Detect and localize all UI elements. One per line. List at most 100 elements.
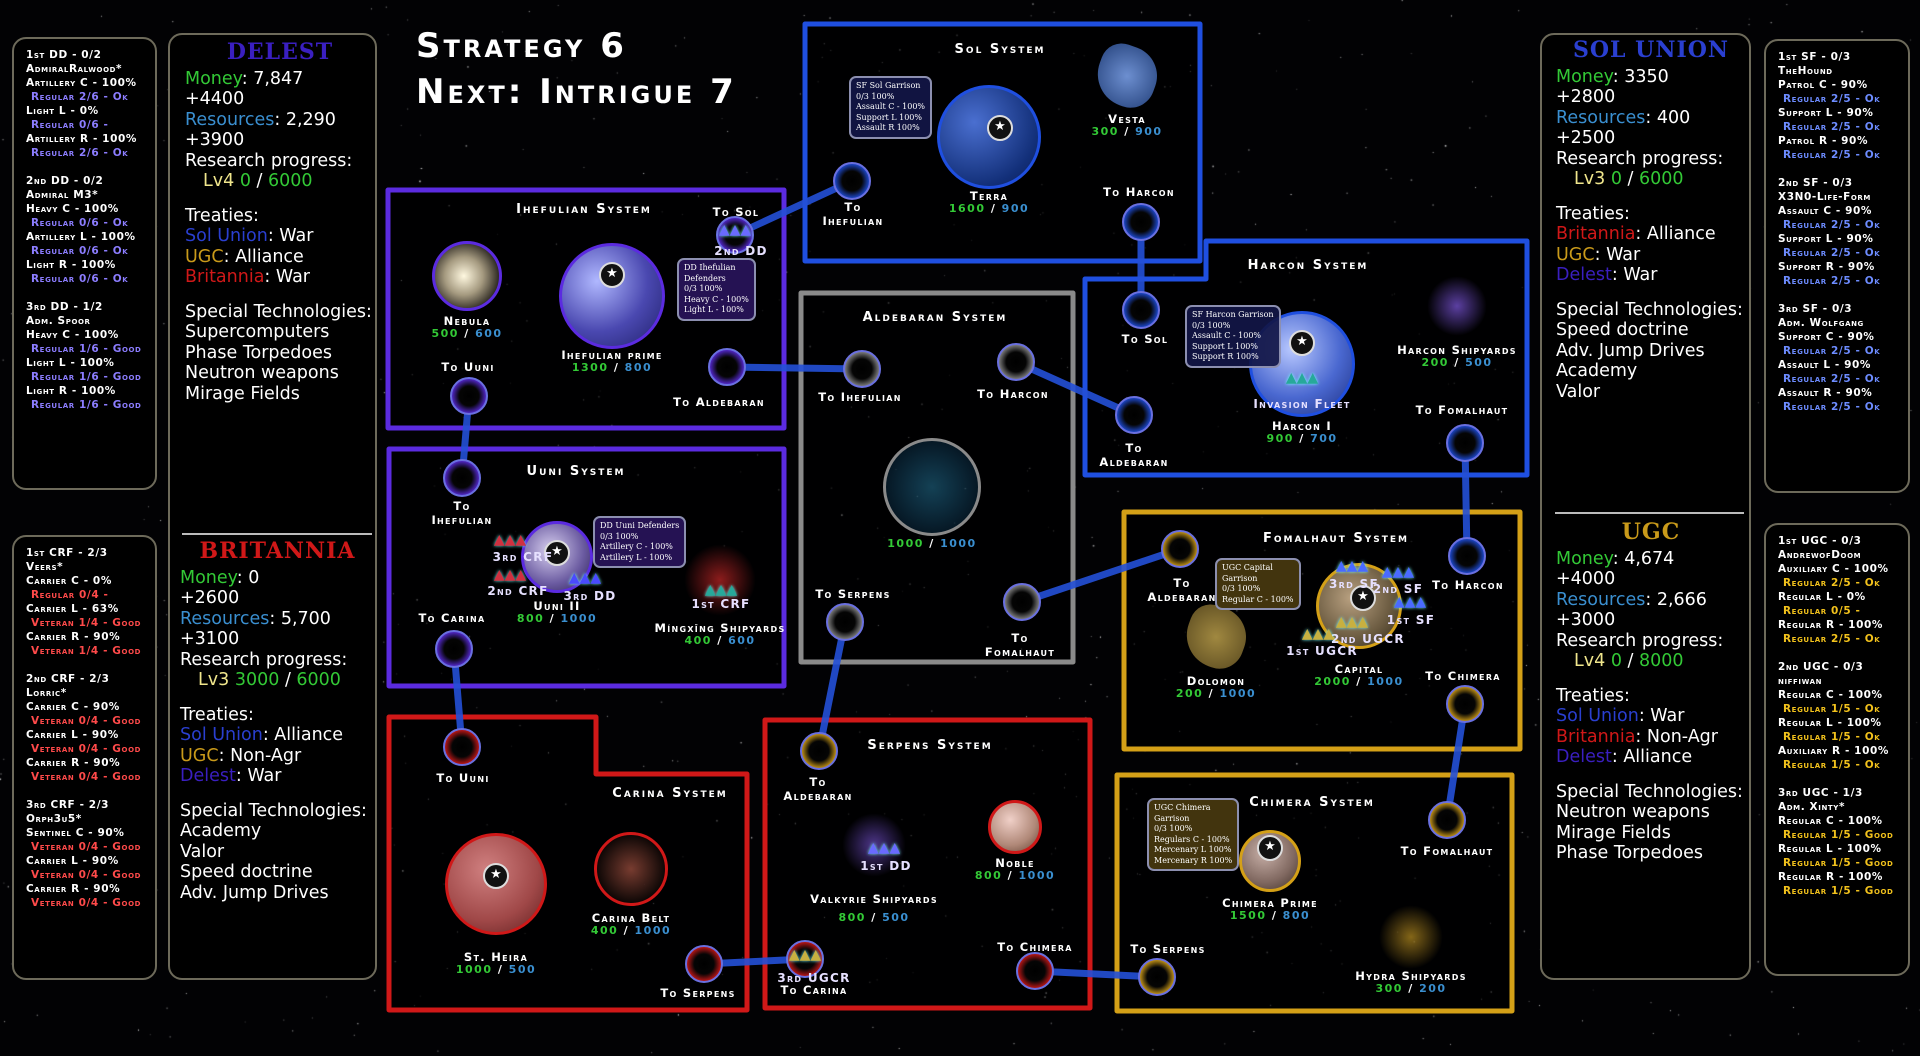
- jump-gate-node[interactable]: [1161, 530, 1199, 568]
- technology-item: Neutron weapons: [1556, 802, 1710, 822]
- jump-gate-node[interactable]: [833, 162, 871, 200]
- jump-gate-label[interactable]: To Serpens: [660, 986, 736, 1000]
- jump-gate-node[interactable]: [1122, 203, 1160, 241]
- jump-gate-label[interactable]: To Chimera: [997, 940, 1073, 954]
- jump-gate-label[interactable]: To Fomalhaut: [1415, 403, 1509, 417]
- fleet-ship-icon[interactable]: ▲▲▲: [867, 840, 901, 856]
- jump-gate-node[interactable]: [1448, 537, 1486, 575]
- planet-aldneb[interactable]: [883, 438, 981, 536]
- planet-ihefprime[interactable]: [559, 243, 665, 349]
- jump-gate-node[interactable]: [826, 603, 864, 641]
- jump-gate-node[interactable]: [435, 630, 473, 668]
- fleet-label[interactable]: 3rd CRF: [492, 550, 554, 564]
- planet-noble[interactable]: [988, 800, 1042, 854]
- fleet-ship-icon[interactable]: ▲▲▲: [1335, 558, 1369, 574]
- planet-mingxing[interactable]: [684, 544, 756, 616]
- fleet-ship-icon[interactable]: ▲▲▲: [1285, 370, 1319, 386]
- jump-gate-node[interactable]: [443, 459, 481, 497]
- fleet-label[interactable]: 3rd DD: [563, 589, 617, 603]
- planet-nebula[interactable]: [432, 241, 502, 311]
- jump-gate-label[interactable]: To Fomalhaut: [1400, 844, 1494, 858]
- jump-gate-label[interactable]: To Harcon: [977, 387, 1049, 401]
- fleet-ship-icon[interactable]: ▲▲▲: [1381, 564, 1415, 580]
- jump-gate-label[interactable]: To Ihefulian: [818, 390, 902, 404]
- jump-gate-label[interactable]: To Harcon: [1103, 185, 1175, 199]
- jump-gate-node[interactable]: [1446, 424, 1484, 462]
- jump-gate-label[interactable]: To Uuni: [436, 771, 490, 785]
- fleet-label[interactable]: 2nd UGCR: [1331, 632, 1405, 646]
- jump-gate-node[interactable]: [716, 216, 754, 254]
- jump-gate-node[interactable]: [708, 348, 746, 386]
- jump-gate-label[interactable]: To Serpens: [815, 587, 891, 601]
- planet-carinabelt[interactable]: [594, 832, 668, 906]
- jump-gate-node[interactable]: [1016, 952, 1054, 990]
- fleet-ship-icon[interactable]: ▲▲▲: [1301, 626, 1335, 642]
- fleet-label[interactable]: Invasion Fleet: [1253, 397, 1351, 411]
- jump-gate-node[interactable]: [800, 732, 838, 770]
- jump-gate-node[interactable]: [1138, 958, 1176, 996]
- jump-gate-node[interactable]: [1446, 685, 1484, 723]
- fleet-ship-icon[interactable]: ▲▲▲: [1335, 614, 1369, 630]
- fleet-ship-icon[interactable]: ▲▲▲: [788, 947, 822, 963]
- jump-gate-label[interactable]: To Carina: [418, 611, 486, 625]
- fleet-label[interactable]: 1st UGCR: [1286, 644, 1358, 658]
- planet-uuni2[interactable]: [521, 521, 593, 593]
- fleet-ship-icon[interactable]: ▲▲▲: [704, 582, 738, 598]
- jump-gate-label[interactable]: To Sol: [1121, 332, 1169, 346]
- fleet-label[interactable]: 3rd SF: [1329, 577, 1379, 591]
- jump-gate-node[interactable]: [1122, 291, 1160, 329]
- unit-status: Regular 2/5 - Ok: [1783, 633, 1881, 645]
- planet-harconyards[interactable]: [1427, 276, 1487, 336]
- jump-gate-node[interactable]: [997, 343, 1035, 381]
- resources-income: +3000: [1556, 610, 1616, 630]
- jump-gate-node[interactable]: [443, 728, 481, 766]
- jump-gate-label[interactable]: To Aldebaran: [673, 395, 765, 409]
- fleet-ship-icon[interactable]: ▲▲▲: [493, 567, 527, 583]
- jump-gate-label[interactable]: To Uuni: [441, 360, 495, 374]
- jump-gate-node[interactable]: [450, 377, 488, 415]
- jump-gate-node[interactable]: [1115, 396, 1153, 434]
- fleet-ship-icon[interactable]: ▲▲▲: [1393, 594, 1427, 610]
- fleet-label[interactable]: 1st CRF: [691, 597, 751, 611]
- jump-gate-node[interactable]: [843, 350, 881, 388]
- fleet-label[interactable]: 1st DD: [860, 859, 912, 873]
- jump-gate-node[interactable]: [685, 945, 723, 983]
- jump-gate-label[interactable]: To Serpens: [1130, 942, 1206, 956]
- fleet-label[interactable]: 1st SF: [1386, 613, 1436, 627]
- fleet-label[interactable]: 2nd SF: [1372, 582, 1424, 596]
- planet-hydra[interactable]: [1379, 905, 1443, 969]
- fleet-label[interactable]: 2nd DD: [714, 244, 768, 258]
- fleet-ship-icon[interactable]: ▲▲▲: [493, 532, 527, 548]
- planet-terra[interactable]: [937, 85, 1041, 189]
- jump-gate-label[interactable]: To Carina: [780, 983, 848, 997]
- jump-gate-label[interactable]: To Harcon: [1432, 578, 1504, 592]
- fleet-label[interactable]: 3rd UGCR: [777, 971, 851, 985]
- jump-gate-label[interactable]: To Chimera: [1425, 669, 1501, 683]
- fleet-ship-icon[interactable]: ▲▲▲: [568, 570, 602, 586]
- fleet-ship-icon[interactable]: ▲▲▲: [718, 222, 752, 238]
- fleet-label[interactable]: 2nd CRF: [487, 584, 549, 598]
- planet-valkyrie[interactable]: [842, 813, 906, 877]
- jump-gate-node[interactable]: [786, 940, 824, 978]
- jump-gate-label[interactable]: To Sol: [712, 205, 760, 219]
- jump-gate-node[interactable]: [1003, 583, 1041, 621]
- jump-gate-node[interactable]: [1428, 801, 1466, 839]
